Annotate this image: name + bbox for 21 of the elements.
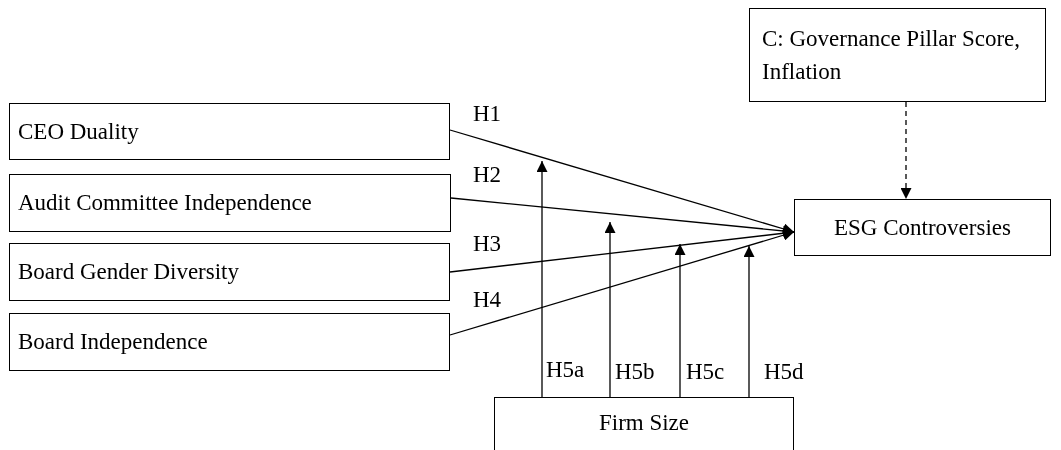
variable-label: Firm Size (598, 409, 690, 437)
dashed-arrow (900, 101, 912, 200)
arrow (743, 245, 755, 398)
arrow (449, 229, 795, 336)
arrow (674, 243, 686, 398)
variable-box (494, 397, 794, 450)
variable-box (9, 243, 450, 301)
variable-label: ESG Controversies (834, 213, 1011, 242)
variable-box (9, 103, 450, 160)
arrow (604, 221, 616, 398)
variable-label: Board Independence (18, 328, 208, 357)
variable-box (749, 8, 1046, 102)
arrow (449, 227, 795, 273)
arrow (536, 160, 548, 398)
variable-box (9, 174, 451, 232)
variable-label: C: Governance Pillar Score, Inflation (762, 24, 1022, 86)
variable-box (9, 313, 450, 371)
variable-box (794, 199, 1051, 256)
variable-label: CEO Duality (18, 117, 139, 146)
variable-label: Audit Committee Independence (18, 189, 312, 218)
variable-label: Board Gender Diversity (18, 258, 239, 287)
